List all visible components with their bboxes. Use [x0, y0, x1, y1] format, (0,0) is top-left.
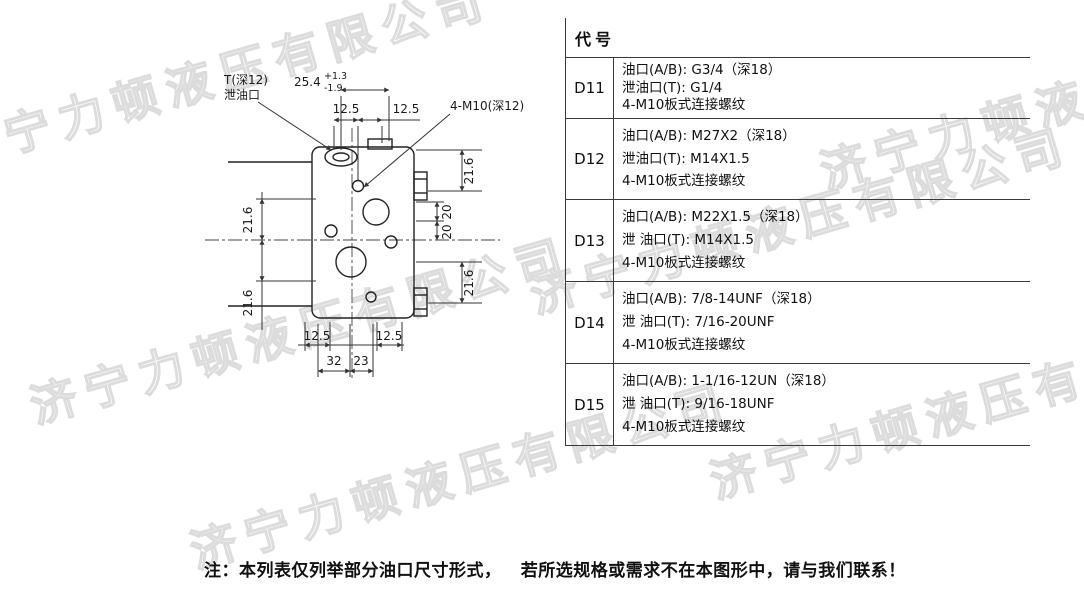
dim-label-21-6: 21.6: [241, 207, 255, 234]
t-port-label-line1: T(深12): [223, 73, 268, 87]
footer-note: 注：本列表仅列举部分油口尺寸形式， 若所选规格或需求不在本图形中，请与我们联系！: [204, 561, 906, 581]
port-code-cell: D13: [566, 200, 614, 281]
table-header-label: 代号: [575, 29, 616, 49]
bolt-hole-2: [324, 224, 338, 238]
table-row: D11 油口(A/B): G3/4（深18） 泄油口(T): G1/4 4-M1…: [565, 58, 1030, 119]
spec-line-ab: 油口(A/B): 7/8-14UNF（深18）: [622, 291, 821, 308]
spec-line-bolt: 4-M10板式连接螺纹: [622, 173, 746, 190]
oil-port-circle-b: [335, 246, 367, 278]
table-row: D12 油口(A/B): M27X2（深18） 泄油口(T): M14X1.5 …: [565, 119, 1030, 200]
port-spec-cell: 油口(A/B): M27X2（深18） 泄油口(T): M14X1.5 4-M1…: [614, 119, 1030, 199]
spec-line-bolt: 4-M10板式连接螺纹: [622, 419, 746, 436]
spec-line-t: 泄 油口(T): 7/16-20UNF: [622, 314, 775, 331]
spec-line-t: 泄 油口(T): 9/16-18UNF: [622, 396, 775, 413]
bolt-hole-4: [365, 291, 377, 303]
dim-label-20: 20: [440, 204, 454, 219]
spec-line-t: 泄 油口(T): M14X1.5: [622, 232, 754, 249]
dim-tolerance-minus: -1.9: [324, 83, 343, 94]
port-code-cell: D12: [566, 119, 614, 199]
right-port-boss-bottom: [413, 287, 428, 317]
spec-line-ab: 油口(A/B): 1-1/16-12UN（深18）: [622, 373, 835, 390]
port-code-cell: D11: [566, 58, 614, 118]
spec-line-bolt: 4-M10板式连接螺纹: [622, 255, 746, 272]
bolt-hole-1: [351, 179, 365, 193]
dim-label-23: 23: [353, 354, 368, 368]
table-row: D14 油口(A/B): 7/8-14UNF（深18） 泄 油口(T): 7/1…: [565, 282, 1030, 364]
dimension-labels: T(深12) 泄油口 25.4 +1.3 -1.9 12.5 12.5 4-M1…: [223, 71, 524, 368]
top-tab: [367, 138, 393, 150]
port-spec-cell: 油口(A/B): G3/4（深18） 泄油口(T): G1/4 4-M10板式连…: [614, 58, 1030, 118]
dimension-lines: [256, 87, 482, 377]
table-row: D13 油口(A/B): M22X1.5（深18） 泄 油口(T): M14X1…: [565, 200, 1030, 282]
dim-tolerance-plus: +1.3: [324, 71, 347, 82]
port-spec-cell: 油口(A/B): 7/8-14UNF（深18） 泄 油口(T): 7/16-20…: [614, 282, 1030, 363]
t-port-label-line2: 泄油口: [224, 88, 260, 102]
port-code-cell: D14: [566, 282, 614, 363]
dim-label-21-6: 21.6: [462, 270, 476, 297]
dim-label-25-4: 25.4: [294, 75, 321, 89]
dim-label-12-5: 12.5: [333, 102, 360, 116]
dim-label-21-6: 21.6: [462, 158, 476, 185]
spec-line-t: 泄油口(T): M14X1.5: [622, 150, 750, 167]
port-size-table: 代号 D11 油口(A/B): G3/4（深18） 泄油口(T): G1/4 4…: [565, 18, 1030, 446]
spec-line-ab: 油口(A/B): G3/4（深18）: [622, 61, 782, 78]
leader-lines: [257, 101, 451, 188]
spec-line-bolt: 4-M10板式连接螺纹: [622, 337, 746, 354]
t-port-ellipse-inner: [332, 152, 350, 162]
port-spec-cell: 油口(A/B): M22X1.5（深18） 泄 油口(T): M14X1.5 4…: [614, 200, 1030, 281]
valve-body-outline: [228, 138, 428, 319]
spec-line-ab: 油口(A/B): M27X2（深18）: [622, 127, 796, 144]
table-row: D15 油口(A/B): 1-1/16-12UN（深18） 泄 油口(T): 9…: [565, 364, 1030, 446]
bolt-hole-3: [384, 235, 398, 249]
bolt-holes-label: 4-M10(深12): [450, 99, 524, 113]
right-port-boss-top: [413, 171, 428, 201]
t-port-leader: [257, 101, 332, 151]
centerlines: [205, 128, 500, 378]
oil-port-circle-a: [362, 198, 390, 226]
bolt-label-leader: [363, 113, 451, 188]
dim-label-12-5: 12.5: [304, 329, 331, 343]
table-header-code: 代号: [565, 18, 1030, 58]
port-code-cell: D15: [566, 364, 614, 445]
dim-label-12-5: 12.5: [393, 102, 420, 116]
body-main-outline: [311, 146, 415, 319]
dim-label-20: 20: [440, 224, 454, 239]
spec-line-bolt: 4-M10板式连接螺纹: [622, 97, 746, 114]
dim-label-21-6: 21.6: [241, 290, 255, 317]
dim-label-12-5: 12.5: [376, 329, 403, 343]
dim-label-32: 32: [326, 354, 341, 368]
spec-line-ab: 油口(A/B): M22X1.5（深18）: [622, 209, 809, 226]
port-spec-cell: 油口(A/B): 1-1/16-12UN（深18） 泄 油口(T): 9/16-…: [614, 364, 1030, 445]
spec-line-t: 泄油口(T): G1/4: [622, 79, 723, 96]
